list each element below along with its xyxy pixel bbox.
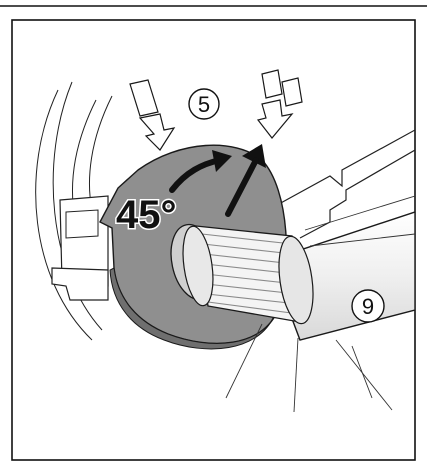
ray-2: [293, 337, 299, 413]
ray-1: [225, 323, 263, 399]
callout-part-circle: [351, 289, 385, 323]
press-down-arrow-icon: [256, 69, 303, 139]
ray-6: [304, 195, 415, 231]
housing-arc-outer: [35, 89, 93, 341]
press-down-arrow-icon: [129, 79, 176, 151]
angle-label: 45°: [116, 193, 177, 237]
right-structure: [267, 129, 415, 239]
knob-front-face: [182, 225, 214, 307]
pointer-line: [225, 157, 259, 217]
knob-back-face: [278, 235, 314, 325]
callout-step-circle: [188, 88, 220, 120]
callout-step-label: 5: [198, 92, 210, 117]
rotation-arrow-head: [212, 150, 232, 172]
callout-part-label: 9: [362, 294, 374, 319]
housing-arc-inner: [52, 81, 103, 331]
ray-5: [309, 233, 415, 247]
pointer-marker: [242, 144, 266, 168]
left-bracket-foot: [51, 267, 109, 301]
left-bracket-hole: [65, 209, 99, 239]
ray-3: [335, 339, 393, 411]
ray-4: [351, 345, 373, 399]
